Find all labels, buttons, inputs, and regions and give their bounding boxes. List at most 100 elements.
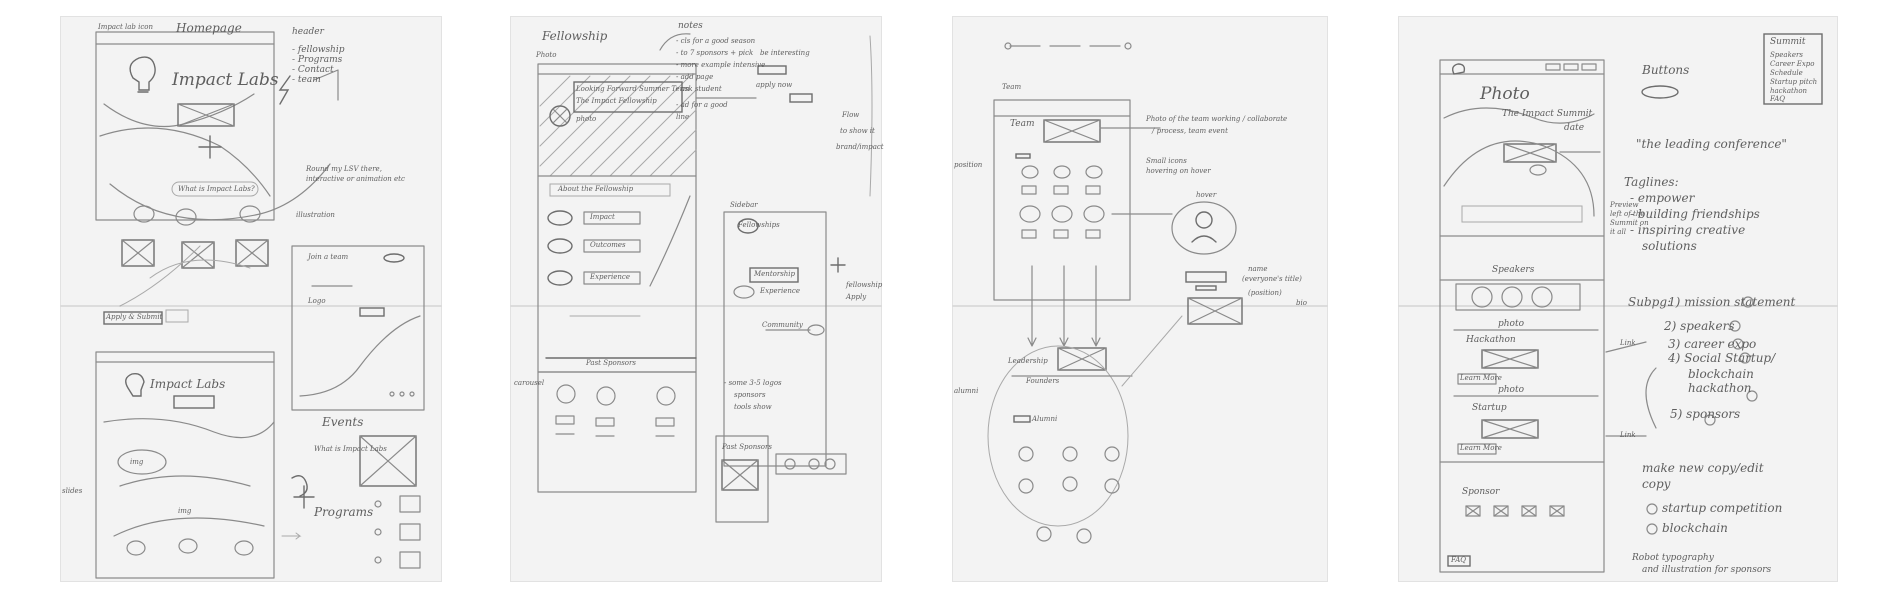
team-card-note-3: (position) (1248, 289, 1282, 297)
team-founders-label: Founders (1026, 377, 1060, 385)
summit-sub-6: hackathon (1688, 381, 1752, 395)
summit-photo-2: photo (1498, 319, 1525, 329)
homepage-join-team: Join a team (308, 253, 349, 261)
homepage-side-left-note: slides (62, 487, 83, 495)
fellowship-notes-title: notes (678, 21, 703, 31)
summit-buttons-label: Buttons (1642, 63, 1690, 77)
fellowship-note-4: - add page (676, 73, 714, 81)
summit-left-note-1: Preview (1610, 201, 1639, 209)
summit-left-note-4: it all (1610, 228, 1626, 236)
fellowship-right-1: Fellowships (738, 221, 780, 229)
summit-left-note-3: Summit on (1610, 219, 1649, 227)
summit-subpg: Subpg: (1628, 295, 1672, 309)
team-hover-label: hover (1196, 191, 1217, 199)
team-card-note-1: name (1248, 265, 1268, 273)
fellowship-far-right-3: brand/impact (836, 143, 884, 151)
summit-startup: Startup (1472, 403, 1507, 413)
fellowship-sponsor-note-2: sponsors (734, 391, 766, 399)
summit-photo-title: Photo (1480, 84, 1530, 104)
fellowship-far-right-1: Flow (842, 111, 860, 119)
summit-sub-1: 1) mission statement (1668, 295, 1796, 309)
fellowship-right-4: Community (762, 321, 803, 329)
summit-tag-4: solutions (1642, 239, 1697, 253)
fellowship-right-title: Sidebar (730, 201, 758, 209)
summit-learn-more-2: Learn More (1460, 444, 1502, 452)
summit-menu-6: FAQ (1770, 95, 1786, 103)
homepage-image-label: img (130, 458, 144, 466)
fellowship-note-7: line (676, 113, 690, 121)
homepage-events: Events (322, 415, 364, 429)
fellowship-row-2: Outcomes (590, 241, 626, 249)
team-card-note-4: bio (1296, 299, 1307, 307)
fellowship-note-5: - ask student (676, 85, 722, 93)
team-photo-note-2: / process, team event (1152, 127, 1228, 135)
summit-bottom-note-1: Robot typography (1632, 553, 1714, 563)
fellowship-tag-2: apply now (756, 81, 793, 89)
homepage-what-is: What is Impact Labs (314, 445, 387, 453)
summit-menu-2: Career Expo (1770, 60, 1815, 68)
summit-menu-4: Startup pitch (1770, 78, 1818, 86)
homepage-note-2: - Programs (292, 55, 343, 65)
team-small-icons-2: hovering on hover (1146, 167, 1211, 175)
team-card-note-2: (everyone's title) (1242, 275, 1302, 283)
summit-tag-3: - inspiring creative (1630, 223, 1746, 237)
summit-bottom-note-2: and illustration for sponsors (1642, 565, 1772, 575)
fellowship-sponsor-note-3: tools show (734, 403, 772, 411)
fellowship-note-2: - to 7 sponsors + pick (676, 49, 754, 57)
homepage-impact-labs-2: Impact Labs (150, 377, 226, 391)
summit-box-title: Summit (1770, 37, 1806, 47)
sketch-sheet-summit: Photo The Impact Summit date Buttons Sum… (1398, 16, 1838, 582)
sketch-sheet-fellowship: Fellowship Photo Looking Forward Summer … (510, 16, 884, 582)
fellowship-note-3: - more example intensive (676, 61, 766, 69)
homepage-logo-note: Logo (308, 297, 326, 305)
fellowship-right-2: Mentorship (754, 270, 796, 278)
fellowship-note-1: - cls for a good season (676, 37, 756, 45)
fellowship-banner-3: photo (576, 115, 597, 123)
homepage-note-4: - team (292, 75, 321, 85)
fellowship-wireframe-drawing (510, 33, 882, 523)
summit-sub-4: 4) Social Startup/ (1668, 351, 1776, 365)
summit-option-1: startup competition (1662, 501, 1783, 515)
team-wireframe-drawing (952, 42, 1328, 544)
homepage-corner-note: Impact lab icon (98, 23, 154, 31)
team-left-note: position (954, 161, 983, 169)
team-bottom-label: Alumni (1032, 415, 1058, 423)
summit-option-2: blockchain (1662, 521, 1728, 535)
homepage-image-label-2: img (178, 507, 192, 515)
fellowship-left-note: carousel (514, 379, 545, 387)
summit-hackathon: Hackathon (1466, 335, 1516, 345)
homepage-programs: Programs (314, 505, 374, 519)
fellowship-sponsor-note-1: - some 3-5 logos (724, 379, 782, 387)
fellowship-row-3: Experience (590, 273, 630, 281)
homepage-header-note: header (292, 27, 324, 37)
fellowship-far-right-2: to show it (840, 127, 875, 135)
fellowship-banner-2: The Impact Fellowship (576, 97, 657, 105)
summit-make-new: make new copy/edit (1642, 461, 1764, 475)
summit-wireframe-drawing (1398, 33, 1838, 573)
sketch-sheet-team: Team Team Photo of the team working / co… (952, 16, 1328, 582)
summit-menu-1: Speakers (1770, 51, 1803, 59)
team-label: Team (1010, 119, 1035, 129)
summit-left-note-2: left of the (1610, 210, 1645, 218)
team-alumni-label: Leadership (1008, 357, 1048, 365)
fellowship-about: About the Fellowship (558, 185, 634, 193)
summit-sub-3: 3) career expo (1668, 337, 1757, 351)
summit-sponsor: Sponsor (1462, 487, 1500, 497)
fellowship-far-right-4: fellowship (846, 281, 883, 289)
summit-learn-more: Learn More (1460, 374, 1502, 382)
summit-title-banner: The Impact Summit (1502, 109, 1593, 119)
fellowship-past-sponsors: Past Sponsors (722, 443, 772, 451)
summit-menu-3: Schedule (1770, 69, 1803, 77)
fellowship-row-1: Impact (590, 213, 615, 221)
team-small-icons-1: Small icons (1146, 157, 1187, 165)
homepage-headline: Impact Labs (172, 70, 279, 90)
summit-sub-2: 2) speakers (1664, 319, 1735, 333)
summit-sub-5: blockchain (1688, 367, 1754, 381)
summit-sub-7: 5) sponsors (1670, 407, 1741, 421)
homepage-side-note-2: interactive or animation etc (306, 175, 405, 183)
summit-speakers: Speakers (1492, 265, 1535, 275)
homepage-note-1: - fellowship (292, 45, 345, 55)
fellowship-sponsors-bar: Past Sponsors (586, 359, 636, 367)
team-left-note-2: alumni (954, 387, 979, 395)
